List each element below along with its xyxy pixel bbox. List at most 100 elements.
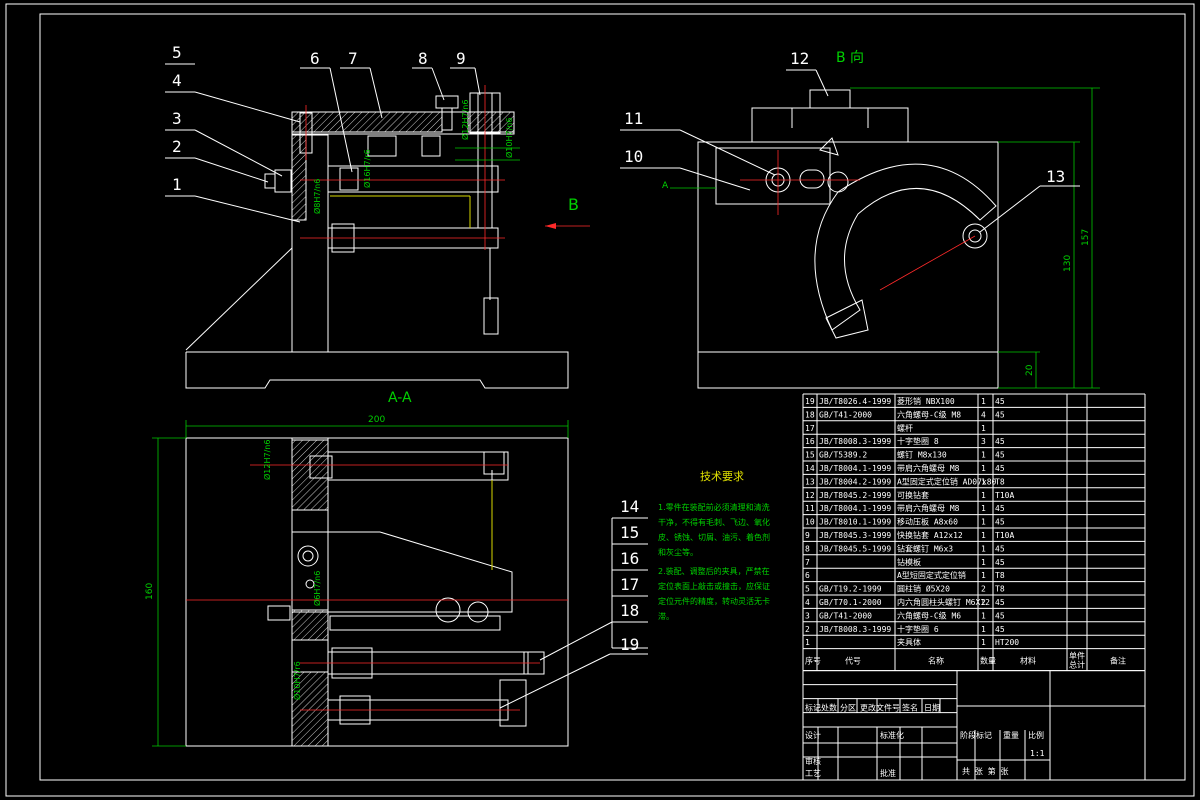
bom-header-qty: 数量: [980, 656, 996, 666]
bom-cell-qty: 2: [981, 598, 986, 607]
bom-cell-material: 45: [995, 544, 1005, 553]
bom-cell-qty: 1: [981, 571, 986, 580]
bom-cell-name: 快换钻套 A12x12: [897, 530, 963, 540]
bom-cell-material: T8: [995, 585, 1005, 594]
view-b-arrow-label: B: [568, 195, 579, 214]
bom-header-note: 备注: [1110, 656, 1126, 666]
bom-cell-code: JB/T8045.5-1999: [819, 544, 891, 553]
tb-design: 设计: [805, 730, 821, 740]
bom-cell-material: T10A: [995, 491, 1014, 500]
bom-cell-code: JB/T8010.1-1999: [819, 518, 891, 527]
dim-130: 130: [1063, 255, 1073, 272]
bom-cell-no: 1: [805, 638, 810, 647]
bom-cell-name: 带肩六角螺母 M8: [897, 463, 960, 473]
bom-cell-material: 45: [995, 504, 1005, 513]
tb-check: 审核: [805, 756, 821, 766]
side-view-b: [670, 87, 1100, 389]
bom-cell-qty: 1: [981, 638, 986, 647]
bom-cell-qty: 1: [981, 491, 986, 500]
bom-cell-qty: 1: [981, 611, 986, 620]
bom-cell-material: 45: [995, 518, 1005, 527]
bom-cell-code: JB/T8004.2-1999: [819, 477, 891, 486]
bom-cell-material: 45: [995, 397, 1005, 406]
bom-cell-code: JB/T8008.3-1999: [819, 437, 891, 446]
dim-160: 160: [145, 583, 155, 600]
bom-cell-no: 10: [805, 518, 815, 527]
bom-cell-no: 13: [805, 477, 815, 486]
bom-cell-no: 7: [805, 558, 810, 567]
bom-cell-code: JB/T8026.4-1999: [819, 397, 891, 406]
bom-cell-name: 夹具体: [897, 637, 921, 647]
callout-18: 18: [620, 601, 639, 620]
callout-7: 7: [348, 49, 358, 68]
callout-3: 3: [172, 109, 182, 128]
bom-header-code: 代号: [845, 656, 861, 666]
callout-15: 15: [620, 523, 639, 542]
bom-cell-qty: 3: [981, 437, 986, 446]
section-a-mark: A: [662, 181, 669, 191]
bom-cell-material: 45: [995, 611, 1005, 620]
inner-frame: [39, 13, 1186, 781]
bom-cell-material: 45: [995, 598, 1005, 607]
bom-cell-material: 45: [995, 451, 1005, 460]
bom-cell-no: 16: [805, 437, 815, 446]
tb-approve: 批准: [880, 768, 896, 778]
bom-cell-no: 9: [805, 531, 810, 540]
bom-cell-qty: 1: [981, 544, 986, 553]
front-section-view: [185, 85, 569, 389]
bom-cell-no: 18: [805, 410, 815, 419]
bom-cell-name: 移动压板 A8x60: [897, 517, 958, 527]
bom-cell-name: 可换钻套: [897, 490, 929, 500]
tech-req-line-1: 1.零件在装配前必须清理和清洗干净，不得有毛刺、飞边、氧化皮、锈蚀、切屑、油污、…: [658, 503, 770, 557]
bom-cell-material: 45: [995, 410, 1005, 419]
tb-sheet: 共 张 第 张: [962, 766, 1008, 776]
callout-4: 4: [172, 71, 182, 90]
bom-cell-qty: 1: [981, 477, 986, 486]
bom-cell-qty: 1: [981, 424, 986, 433]
bom-cell-no: 5: [805, 585, 810, 594]
bom-cell-no: 14: [805, 464, 815, 473]
bom-cell-name: 六角螺母-C级 M6: [897, 610, 961, 620]
callout-8: 8: [418, 49, 428, 68]
bom-cell-code: JB/T8004.1-1999: [819, 504, 891, 513]
bom-cell-material: HT200: [995, 638, 1019, 647]
bom-cell-name: 螺杆: [897, 423, 913, 433]
tb-scale: 1:1: [1030, 749, 1045, 758]
bom-cell-material: T10A: [995, 531, 1014, 540]
bom-cell-qty: 1: [981, 504, 986, 513]
view-b-arrowhead: [545, 223, 556, 229]
bom-cell-code: GB/T41-2000: [819, 611, 872, 620]
bom-cell-code: JB/T8008.3-1999: [819, 625, 891, 634]
bom-cell-no: 17: [805, 424, 815, 433]
bom-cell-no: 12: [805, 491, 815, 500]
bom-cell-no: 11: [805, 504, 815, 513]
tb-change-no: 更改文件号: [860, 703, 900, 713]
tech-req-line-2: 2.装配、调整后的夹具，严禁在定位表面上敲击或撞击，应保证定位元件的精度，转动灵…: [658, 567, 770, 621]
bom-cell-material: 45: [995, 437, 1005, 446]
tb-sign: 签名: [902, 703, 918, 713]
bom-header-no: 序号: [805, 656, 821, 666]
bom-cell-name: 十字垫圈 6: [897, 624, 939, 634]
dim-200: 200: [368, 415, 385, 425]
callout-16: 16: [620, 549, 639, 568]
bom-cell-name: 菱形销 NBX100: [897, 396, 955, 406]
callout-13: 13: [1046, 167, 1065, 186]
tech-req-title: 技术要求: [700, 470, 744, 483]
bom-cell-material: 45: [995, 625, 1005, 634]
section-aa-label: A-A: [388, 390, 412, 406]
bom-cell-code: JB/T8045.2-1999: [819, 491, 891, 500]
bom-cell-material: 45: [995, 558, 1005, 567]
bom-cell-qty: 1: [981, 558, 986, 567]
bom-cell-qty: 1: [981, 625, 986, 634]
bom-cell-name: 带肩六角螺母 M8: [897, 503, 960, 513]
bom-cell-material: 45: [995, 464, 1005, 473]
tb-weight: 重量: [1003, 730, 1019, 740]
tb-ratio: 比例: [1028, 730, 1044, 740]
dim-dia-5: Ø12H7/n6: [262, 440, 272, 480]
bom-cell-name: 圆柱销 Ø5X20: [897, 584, 950, 594]
callout-2: 2: [172, 137, 182, 156]
callout-17: 17: [620, 575, 639, 594]
dim-dia-2: Ø10H7/n6: [504, 118, 514, 158]
